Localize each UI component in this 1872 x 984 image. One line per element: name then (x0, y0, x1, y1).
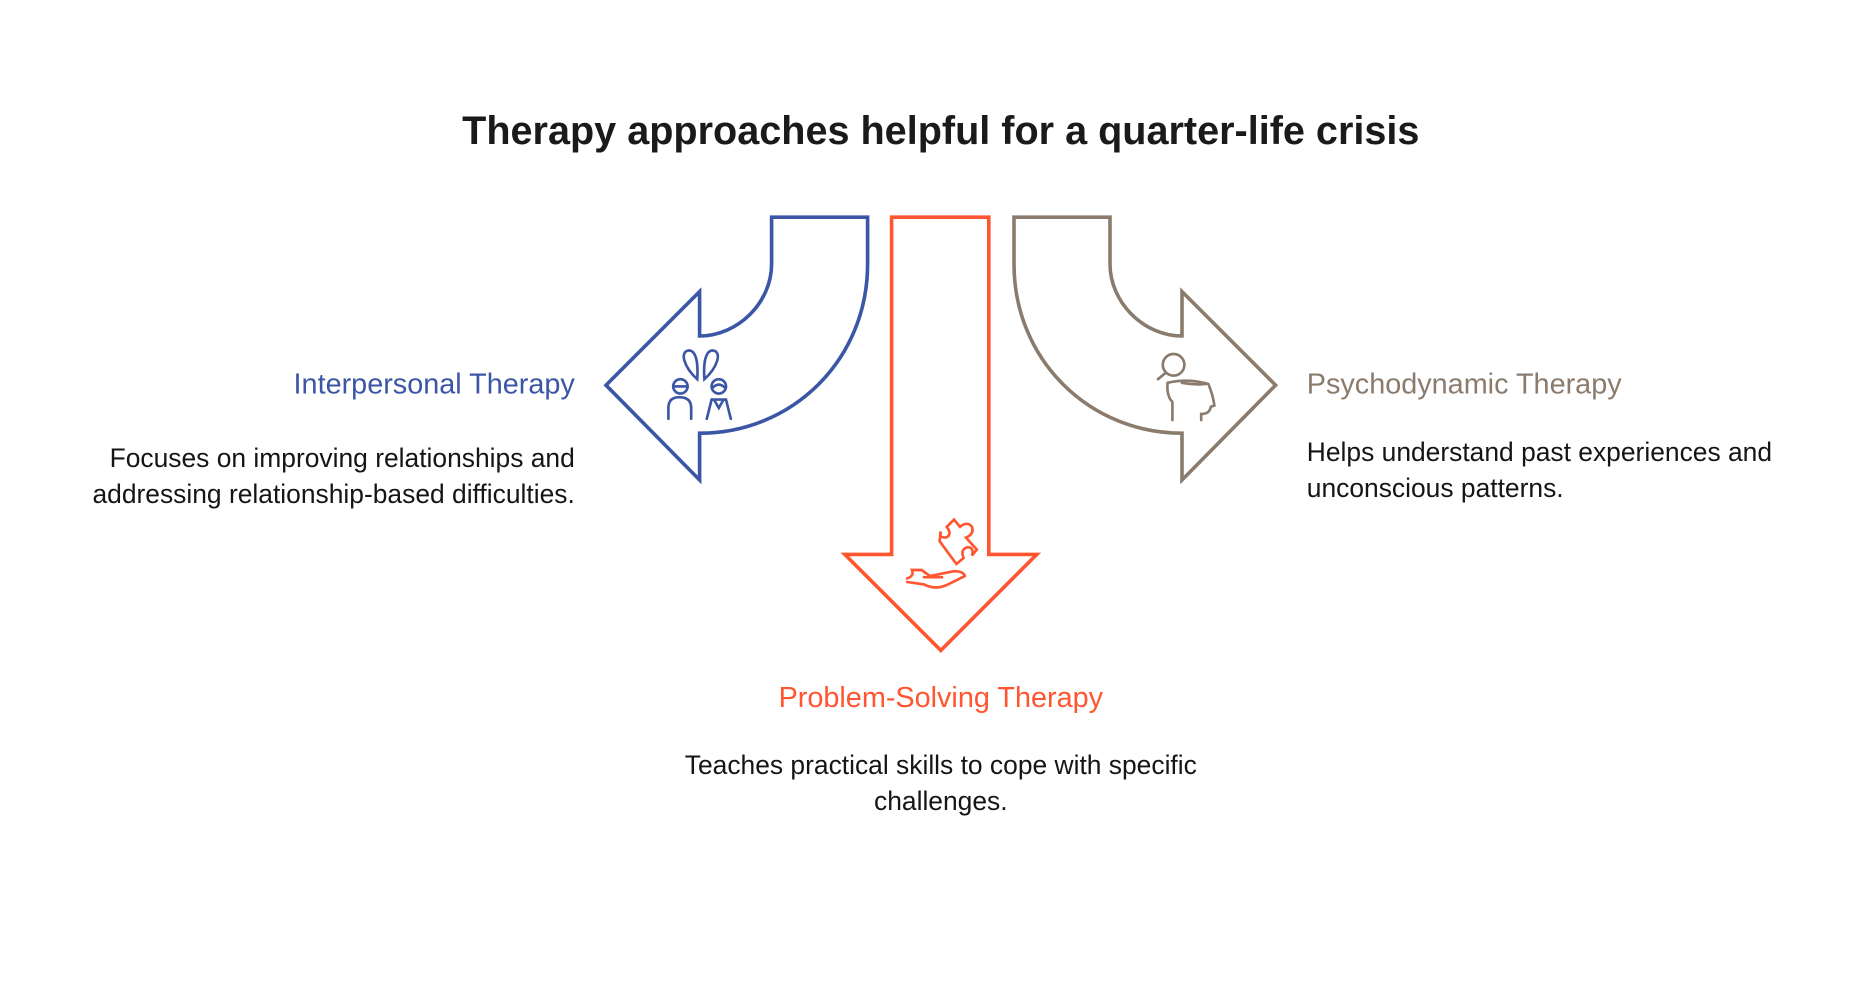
psychodynamic-therapy-label: Psychodynamic Therapy (1306, 368, 1622, 401)
hand-puzzle-icon (905, 517, 979, 589)
diagram-title: Therapy approaches helpful for a quarter… (462, 108, 1420, 153)
problem-solving-arrow (840, 215, 1042, 653)
people-icon (667, 349, 733, 421)
interpersonal-therapy-label: Interpersonal Therapy (293, 368, 575, 401)
interpersonal-therapy-description: Focuses on improving relationships and a… (92, 442, 575, 509)
problem-solving-therapy-label: Problem-Solving Therapy (778, 681, 1104, 714)
psychodynamic-therapy-description: Helps understand past experiences and un… (1306, 436, 1773, 503)
interpersonal-arrow (603, 215, 870, 485)
head-magnifier-icon (1156, 352, 1216, 422)
psychodynamic-arrow (1012, 215, 1279, 485)
problem-solving-therapy-description: Teaches practical skills to cope with sp… (684, 750, 1197, 817)
